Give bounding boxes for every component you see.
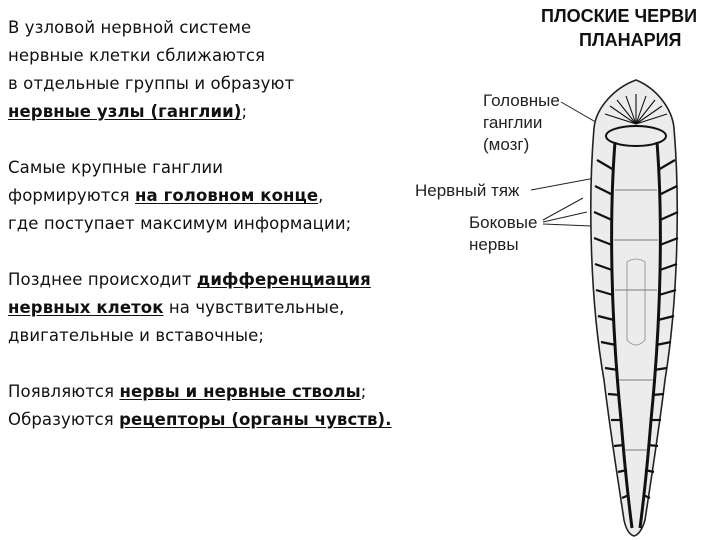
text-fragment: ; (241, 102, 248, 121)
text-fragment: Позднее происходит (8, 270, 197, 289)
text-line: нервные клетки сближаются (8, 46, 266, 65)
paragraph-ganglia: В узловой нервной системе нервные клетки… (8, 14, 428, 126)
text-fragment: на чувствительные, (163, 298, 345, 317)
text-line: в отдельные группы и образуют (8, 74, 295, 93)
emphasis-ganglia: нервные узлы (ганглии) (8, 102, 242, 121)
planaria-body-outline (590, 79, 679, 537)
label-lateral-nerves-line1: Боковые (469, 213, 537, 232)
text-fragment: Образуются (8, 410, 120, 429)
text-line: В узловой нервной системе (8, 18, 252, 37)
text-line: Образуются рецепторы (органы чувств). (8, 406, 428, 434)
label-nerve-cord: Нервный тяж (415, 181, 520, 200)
text-line: двигательные и вставочные; (8, 326, 265, 345)
paragraph-nerves-receptors: Появляются нервы и нервные стволы; Образ… (8, 378, 428, 434)
emphasis-head-end: на головном конце (135, 186, 319, 205)
text-line: нервных клеток на чувствительные, (8, 294, 428, 322)
emphasis-differentiation: дифференциация (196, 270, 371, 289)
paragraph-differentiation: Позднее происходит дифференциация нервны… (8, 266, 428, 350)
text-fragment: ; (360, 382, 367, 401)
text-fragment: , (318, 186, 324, 205)
text-line: формируются на головном конце, (8, 182, 428, 210)
pointer-nerve (542, 223, 592, 227)
text-line: Позднее происходит дифференциация (8, 266, 428, 294)
text-line: где поступает максимум информации; (8, 214, 352, 233)
text-line: Появляются нервы и нервные стволы; (8, 378, 428, 406)
text-column: В узловой нервной системе нервные клетки… (8, 14, 428, 462)
commissures (614, 189, 658, 451)
emphasis-nerve-cells: нервных клеток (8, 298, 164, 317)
pharynx (626, 258, 646, 346)
pointer-nerve (542, 211, 588, 223)
pointer-nerve (542, 197, 584, 221)
cilia-tuft (604, 94, 668, 125)
paragraph-head-end: Самые крупные ганглии формируются на гол… (8, 154, 428, 238)
text-fragment: Появляются (8, 382, 120, 401)
diagram-title: ПЛОСКИЕ ЧЕРВИ (541, 6, 697, 26)
diagram-subtitle: ПЛАНАРИЯ (579, 30, 681, 50)
label-lateral-nerves-line2: нервы (469, 235, 519, 254)
label-ganglia-line2: ганглии (483, 113, 542, 132)
text-line: нервные узлы (ганглии); (8, 98, 428, 126)
label-ganglia-line1: Головные (483, 91, 560, 110)
emphasis-receptors: рецепторы (органы чувств). (119, 410, 392, 429)
text-line: Самые крупные ганглии (8, 158, 224, 177)
pointer-cord (530, 177, 596, 191)
text-fragment: формируются (8, 186, 136, 205)
emphasis-nerves: нервы и нервные стволы (119, 382, 361, 401)
planaria-diagram: ПЛОСКИЕ ЧЕРВИ ПЛАНАРИЯ Головные ганглии … (415, 6, 697, 537)
head-ganglia (605, 125, 667, 147)
lateral-nerves (593, 159, 679, 500)
label-ganglia-line3: (мозг) (483, 135, 529, 154)
